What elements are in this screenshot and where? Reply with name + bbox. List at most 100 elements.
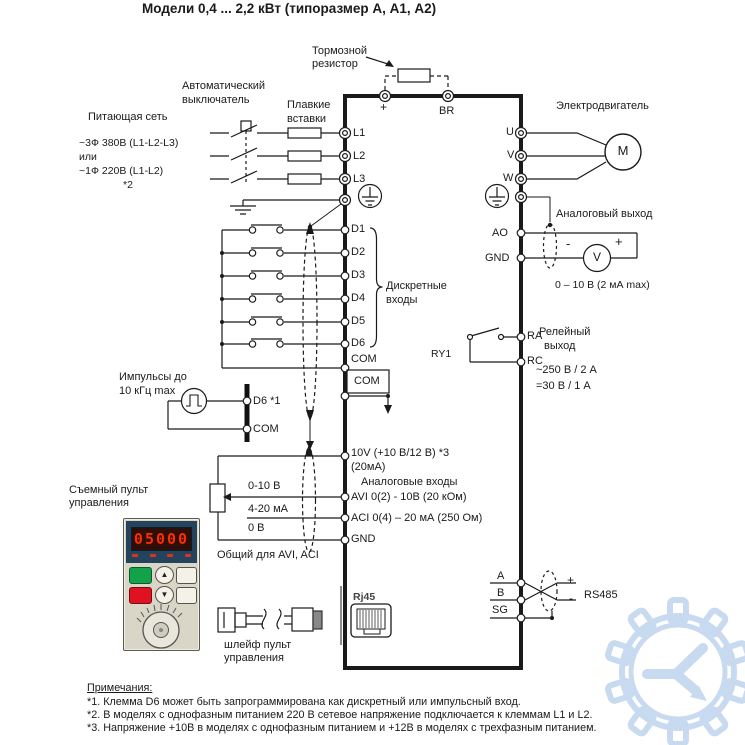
rs485-circuit — [490, 570, 576, 623]
terminal-label-gnd: GND — [485, 252, 510, 264]
terminal-label-u: U — [506, 126, 514, 138]
label-meter-minus: - — [566, 236, 571, 251]
impulse-input-circuit — [167, 384, 252, 442]
terminal-label-d2: D2 — [351, 246, 366, 258]
label-supply-1ph: ~1Ф 220В (L1-L2) — [79, 165, 164, 177]
label-common-avi-aci: Общий для AVI, ACI — [217, 549, 319, 561]
note-3: *3. Напряжение +10В в моделях с однофазн… — [87, 722, 597, 734]
label-20ma: (20мА) — [351, 461, 386, 473]
label-impulse-2: 10 кГц max — [119, 385, 176, 397]
removable-keypad: 05000 ▲ ▼ — [123, 518, 200, 651]
terminal-label-com2: COM — [354, 375, 380, 387]
terminal-label-gnd2: GND — [351, 533, 376, 545]
ground-left — [230, 183, 383, 230]
label-keypad-2: управления — [69, 497, 129, 509]
label-discrete-2: входы — [386, 294, 418, 306]
terminal-label-l3: L3 — [353, 173, 366, 185]
down-arrow-icon: ▼ — [160, 590, 169, 599]
terminal-label-d6-impulse: D6 *1 — [253, 395, 281, 407]
motor-circuit — [514, 126, 642, 186]
label-rj45: Rj45 — [353, 591, 376, 603]
terminal-label-sg: SG — [492, 604, 508, 616]
label-breaker-2: выключатель — [182, 94, 250, 106]
ground-right — [484, 183, 553, 228]
relay-circuit — [466, 327, 526, 367]
led-indicator — [132, 554, 138, 557]
label-range-0-10v: 0-10 В — [248, 480, 281, 492]
label-rs485-plus: + — [567, 573, 575, 587]
keypad-cable — [217, 607, 323, 633]
terminal-label-l2: L2 — [353, 150, 366, 162]
label-breaker-1: Автоматический — [182, 80, 266, 92]
label-relay-ac: ~250 В / 2 А — [536, 364, 597, 376]
run-button — [129, 567, 152, 584]
terminal-label-d6: D6 — [351, 337, 366, 349]
terminal-label-aci: ACI 0(4) – 20 мА (250 Ом) — [351, 512, 483, 524]
label-analog-output-range: 0 – 10 В (2 мА max) — [555, 279, 650, 291]
terminal-label-com-impulse: COM — [253, 423, 279, 435]
label-fuses-1: Плавкие — [287, 99, 331, 111]
led-indicator — [184, 554, 191, 557]
label-rs485-minus: - — [569, 591, 573, 605]
terminal-label-d5: D5 — [351, 315, 366, 327]
label-brake-2: резистор — [312, 58, 358, 70]
analog-input-circuit — [209, 444, 350, 553]
label-brake-1: Тормозной — [312, 45, 368, 57]
label-note2-ref: *2 — [123, 179, 133, 191]
page-title: Модели 0,4 ... 2,2 кВт (типоразмер А, А1… — [142, 1, 437, 16]
terminal-label-d1: D1 — [351, 223, 366, 235]
label-supply-network: Питающая сеть — [88, 111, 168, 123]
label-relay-dc: =30 В / 1 А — [536, 380, 591, 392]
terminal-label-d3: D3 — [351, 269, 366, 281]
terminal-label-v: V — [507, 149, 515, 161]
discrete-inputs-circuit — [220, 222, 392, 450]
label-analog-inputs: Аналоговые входы — [361, 476, 458, 488]
rj45-port — [340, 586, 392, 645]
terminal-label-com: COM — [351, 353, 377, 365]
notes-title: Примечания: — [87, 682, 153, 694]
label-keypad-1: Съемный пульт — [69, 484, 149, 496]
keypad-header: 05000 — [126, 521, 197, 563]
terminal-label-d4: D4 — [351, 292, 366, 304]
analog-output-circuit — [516, 223, 638, 273]
drive-box — [343, 94, 523, 670]
label-cable-2: управления — [224, 652, 284, 664]
led-indicator — [167, 554, 174, 557]
motor-m-icon: M — [617, 143, 629, 158]
label-ry1: RY1 — [431, 348, 452, 360]
note-2: *2. В моделях с однофазным питанием 220 … — [87, 709, 593, 721]
terminal-label-a: A — [497, 570, 505, 582]
terminal-label-b: B — [497, 587, 505, 599]
keypad-display: 05000 — [131, 527, 192, 551]
label-range-4-20ma: 4-20 мА — [248, 503, 288, 515]
terminal-label-ao: AO — [492, 227, 508, 239]
label-meter-plus: + — [615, 234, 623, 249]
label-impulse-1: Импульсы до — [119, 371, 187, 383]
label-supply-or: или — [79, 151, 97, 163]
label-discrete-1: Дискретные — [386, 280, 447, 292]
label-rs485: RS485 — [584, 589, 618, 601]
brake-resistor-circuit — [365, 56, 455, 103]
enter-button — [176, 587, 197, 604]
terminal-label-ra: RA — [527, 330, 543, 342]
label-fuses-2: вставки — [287, 113, 327, 125]
led-indicator — [149, 554, 156, 557]
label-supply-3ph: ~3Ф 380В (L1-L2-L3) — [79, 137, 179, 149]
keypad-led-row — [132, 554, 191, 560]
terminal-label-plus: + — [380, 100, 388, 114]
voltmeter-icon: V — [592, 250, 601, 264]
mode-button — [176, 567, 197, 584]
keypad-knob — [136, 604, 183, 649]
label-cable-1: шлейф пульт — [224, 639, 292, 651]
terminal-label-br: BR — [439, 105, 455, 117]
up-arrow-button: ▲ — [155, 566, 174, 584]
terminal-label-rc: RC — [527, 355, 543, 367]
label-relay-1: Релейный — [539, 326, 591, 338]
gear-logo-icon — [605, 597, 745, 745]
terminal-label-l1: L1 — [353, 127, 366, 139]
down-arrow-button: ▼ — [155, 586, 174, 604]
terminal-label-avi: AVI 0(2) - 10В (20 кОм) — [351, 491, 467, 503]
